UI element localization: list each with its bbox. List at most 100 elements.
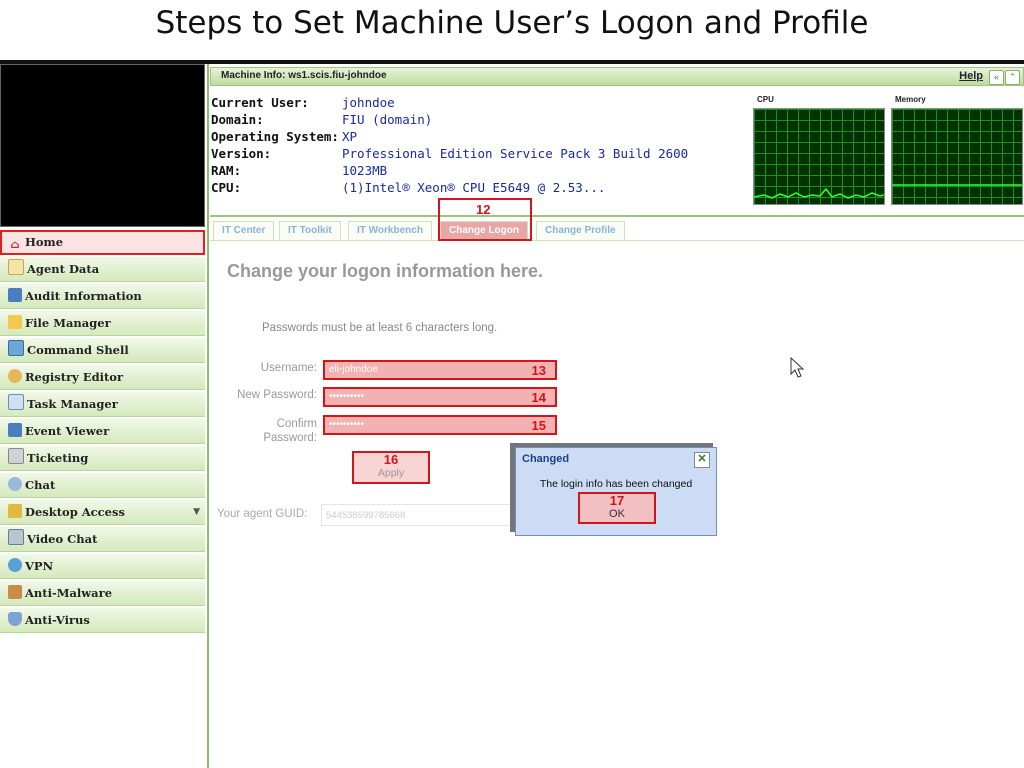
cpu-graph-label: CPU	[757, 95, 774, 104]
collapse-left-icon[interactable]: «	[989, 70, 1004, 85]
command-shell-icon	[8, 340, 24, 356]
sidebar-item-label: Anti-Malware	[25, 586, 113, 600]
sidebar-item-ticketing[interactable]: Ticketing	[0, 446, 205, 471]
confirm-password-field[interactable]: •••••••••• 15	[323, 415, 557, 435]
anti-malware-icon	[8, 585, 22, 599]
ticketing-icon	[8, 448, 24, 464]
close-icon[interactable]: ✕	[694, 452, 710, 468]
agent-guid-field[interactable]: 544538599785668	[321, 504, 511, 526]
chevron-down-icon[interactable]: ▼	[193, 507, 200, 517]
event-viewer-icon	[8, 423, 22, 437]
sidebar-item-chat[interactable]: Chat	[0, 473, 205, 498]
tab-change-logon[interactable]: Change Logon	[440, 221, 528, 240]
info-row-ram: RAM: 1023MB	[211, 162, 751, 179]
username-label: Username:	[260, 362, 317, 374]
confirm-label-line-2: Password:	[263, 432, 317, 444]
sidebar-item-file-manager[interactable]: File Manager	[0, 311, 205, 336]
sidebar-nav: ⌂Home Agent Data Audit Information File …	[0, 230, 205, 635]
info-label: Operating System:	[211, 129, 339, 144]
tab-it-toolkit[interactable]: IT Toolkit	[279, 221, 341, 240]
collapse-up-icon[interactable]: ⌃	[1005, 70, 1020, 85]
info-label: CPU:	[211, 180, 242, 195]
chat-icon	[8, 477, 22, 491]
cpu-graph-line	[754, 187, 884, 199]
ok-button[interactable]: 17 OK	[578, 492, 656, 524]
confirm-password-value: ••••••••••	[329, 419, 365, 430]
annotation-number-16: 16	[383, 452, 399, 467]
sidebar-item-event-viewer[interactable]: Event Viewer	[0, 419, 205, 444]
sidebar-item-agent-data[interactable]: Agent Data	[0, 257, 205, 282]
sidebar-item-label: VPN	[25, 559, 54, 573]
dialog-title: Changed	[522, 453, 570, 465]
annotation-number-17: 17	[609, 493, 625, 508]
info-row-current-user: Current User: johndoe	[211, 94, 751, 111]
sidebar-item-registry-editor[interactable]: Registry Editor	[0, 365, 205, 390]
sidebar-item-home[interactable]: ⌂Home	[0, 230, 205, 255]
task-manager-icon	[8, 394, 24, 410]
machine-info-panel: Current User: johndoe Domain: FIU (domain)…	[211, 94, 751, 196]
sidebar-item-label: File Manager	[25, 316, 111, 330]
info-label: Domain:	[211, 112, 264, 127]
agent-data-icon	[8, 259, 24, 275]
password-rule-note: Passwords must be at least 6 characters …	[262, 322, 498, 334]
help-link[interactable]: Help	[959, 70, 983, 82]
annotation-number-12: 12	[476, 202, 491, 217]
sidebar-item-video-chat[interactable]: Video Chat	[0, 527, 205, 552]
sidebar-item-command-shell[interactable]: Command Shell	[0, 338, 205, 363]
memory-graph	[891, 108, 1023, 205]
info-row-domain: Domain: FIU (domain)	[211, 111, 751, 128]
sidebar-item-task-manager[interactable]: Task Manager	[0, 392, 205, 417]
sidebar-item-anti-virus[interactable]: Anti-Virus	[0, 608, 205, 633]
anti-virus-icon	[8, 612, 22, 626]
info-value: Professional Edition Service Pack 3 Buil…	[342, 146, 689, 161]
sidebar-item-label: Agent Data	[27, 262, 100, 276]
tab-bar: IT Center IT Toolkit IT Workbench Change…	[210, 215, 1024, 241]
sidebar-item-label: Video Chat	[27, 532, 98, 546]
app-window: ⌂Home Agent Data Audit Information File …	[0, 64, 1024, 768]
annotation-number-14: 14	[531, 390, 546, 405]
desktop-access-icon	[8, 504, 22, 518]
username-value: eli-johndoe	[329, 364, 378, 375]
info-label: Version:	[211, 146, 272, 161]
memory-graph-line	[892, 184, 1022, 186]
sidebar-item-label: Chat	[25, 478, 56, 492]
logo-area	[0, 64, 205, 227]
vpn-icon	[8, 558, 22, 572]
registry-icon	[8, 369, 22, 383]
sidebar-item-anti-malware[interactable]: Anti-Malware	[0, 581, 205, 606]
sidebar-item-label: Task Manager	[27, 397, 118, 411]
sidebar-item-vpn[interactable]: VPN	[0, 554, 205, 579]
dialog-message: The login info has been changed	[539, 478, 693, 490]
sidebar-item-audit-information[interactable]: Audit Information	[0, 284, 205, 309]
folder-icon	[8, 315, 22, 329]
changed-dialog: Changed ✕ The login info has been change…	[515, 447, 717, 536]
slide-title: Steps to Set Machine User’s Logon and Pr…	[155, 5, 869, 41]
info-label: RAM:	[211, 163, 242, 178]
tab-it-center[interactable]: IT Center	[213, 221, 275, 240]
apply-button[interactable]: 16 Apply	[352, 451, 430, 484]
tab-change-profile[interactable]: Change Profile	[536, 221, 625, 240]
memory-graph-label: Memory	[895, 95, 926, 104]
new-password-field[interactable]: •••••••••• 14	[323, 387, 557, 407]
machine-info-title: Machine Info: ws1.scis.fiu-johndoe	[221, 70, 387, 81]
home-icon: ⌂	[10, 238, 20, 251]
info-value: 1023MB	[342, 163, 388, 178]
info-label: Current User:	[211, 95, 309, 110]
tab-it-workbench[interactable]: IT Workbench	[348, 221, 432, 240]
video-chat-icon	[8, 529, 24, 545]
annotation-box-12	[438, 198, 532, 241]
info-value: FIU (domain)	[342, 112, 433, 127]
sidebar-item-desktop-access[interactable]: Desktop Access ▼	[0, 500, 205, 525]
info-value: johndoe	[342, 95, 395, 110]
cpu-graph	[753, 108, 885, 205]
ok-label: OK	[609, 508, 625, 520]
apply-label: Apply	[377, 467, 405, 479]
new-password-label: New Password:	[237, 389, 317, 401]
annotation-number-15: 15	[531, 418, 546, 433]
username-field[interactable]: eli-johndoe 13	[323, 360, 557, 380]
sidebar-item-label: Desktop Access	[25, 505, 125, 519]
slide-divider	[0, 60, 1024, 64]
sidebar-item-label: Audit Information	[25, 289, 142, 303]
info-row-cpu: CPU:(1)Intel® Xeon® CPU E5649 @ 2.53...	[211, 179, 751, 196]
confirm-label-line-1: Confirm	[276, 418, 317, 430]
